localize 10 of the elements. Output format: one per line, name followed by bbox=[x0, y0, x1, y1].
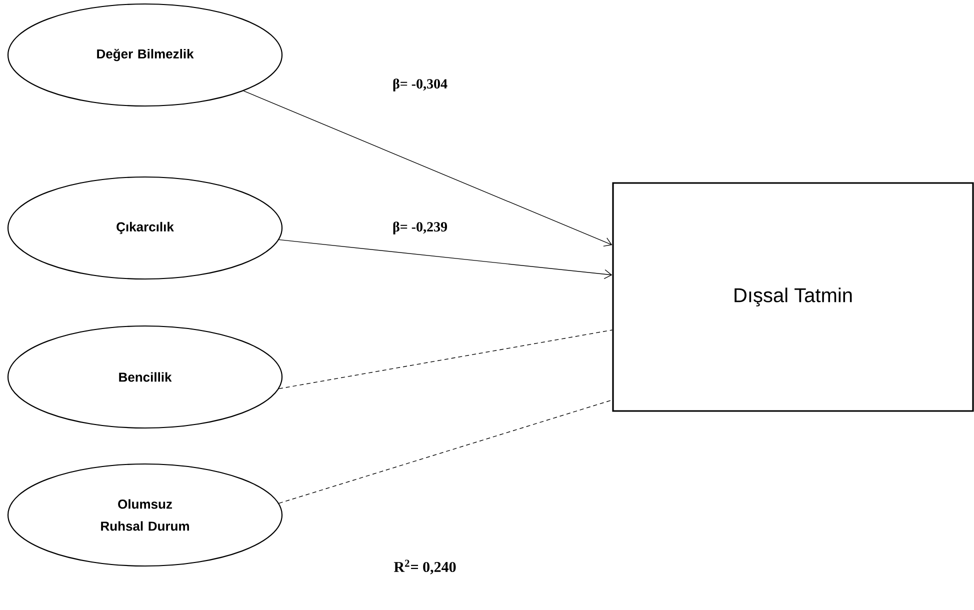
arrow bbox=[278, 239, 612, 280]
ellipse-node: Bencillik bbox=[7, 325, 283, 429]
fit-statistic: R$^{2}$= 0,240 bbox=[394, 560, 456, 574]
arrow bbox=[243, 90, 612, 247]
edge-label: β= -0,239 bbox=[393, 222, 447, 234]
edge-label: β= -0,304 bbox=[393, 78, 448, 92]
target-box: Dışsal Tatmin bbox=[612, 182, 974, 412]
ellipse-node: Olumsuz Ruhsal Durum bbox=[7, 463, 283, 567]
ellipse-node: Çıkarcılık bbox=[7, 176, 283, 280]
ellipse-node: Değer Bilmezlik bbox=[7, 3, 283, 107]
